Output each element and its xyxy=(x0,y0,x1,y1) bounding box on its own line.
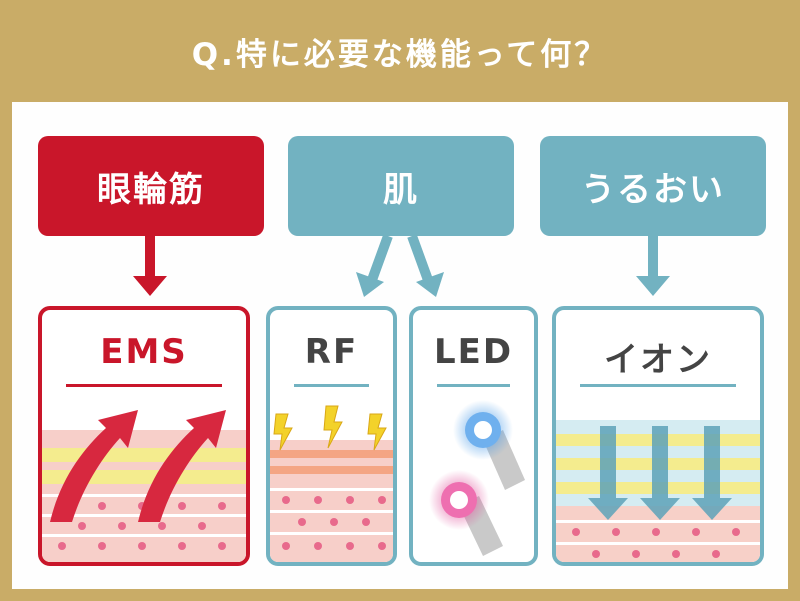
card-divider xyxy=(294,384,369,387)
arrow-moisture-to-ion xyxy=(636,236,670,296)
arrow-skin-to-rf xyxy=(356,234,393,297)
led-device-icon xyxy=(429,400,525,556)
feature-label-led: LED xyxy=(433,332,514,372)
feature-card-ion: イオン xyxy=(552,306,764,566)
feature-label-rf: RF xyxy=(304,332,359,372)
arrow-skin-to-led xyxy=(407,234,444,297)
card-divider xyxy=(437,384,510,387)
arrow-eye-muscle-to-ems xyxy=(133,236,167,296)
feature-label-ion: イオン xyxy=(604,340,712,380)
feature-label-ems: EMS xyxy=(100,332,188,372)
header-bar: Q.特に必要な機能って何？ xyxy=(0,0,800,102)
ion-penetration-arrows-icon xyxy=(556,420,760,562)
category-skin-label: 肌 xyxy=(383,169,419,210)
card-divider xyxy=(580,384,736,387)
feature-card-led: LED xyxy=(409,306,538,566)
page-title: Q.特に必要な機能って何？ xyxy=(191,36,609,73)
category-eye-muscle-label: 眼輪筋 xyxy=(97,169,205,210)
category-skin: 肌 xyxy=(288,136,514,236)
category-moisture-label: うるおい xyxy=(581,169,725,210)
card-divider xyxy=(66,384,222,387)
lightning-bolt-icon xyxy=(270,405,393,562)
muscle-lift-arrows-icon xyxy=(42,410,246,562)
feature-card-rf: RF xyxy=(266,306,397,566)
category-eye-muscle: 眼輪筋 xyxy=(38,136,264,236)
category-moisture: うるおい xyxy=(540,136,766,236)
feature-card-ems: EMS xyxy=(38,306,250,566)
